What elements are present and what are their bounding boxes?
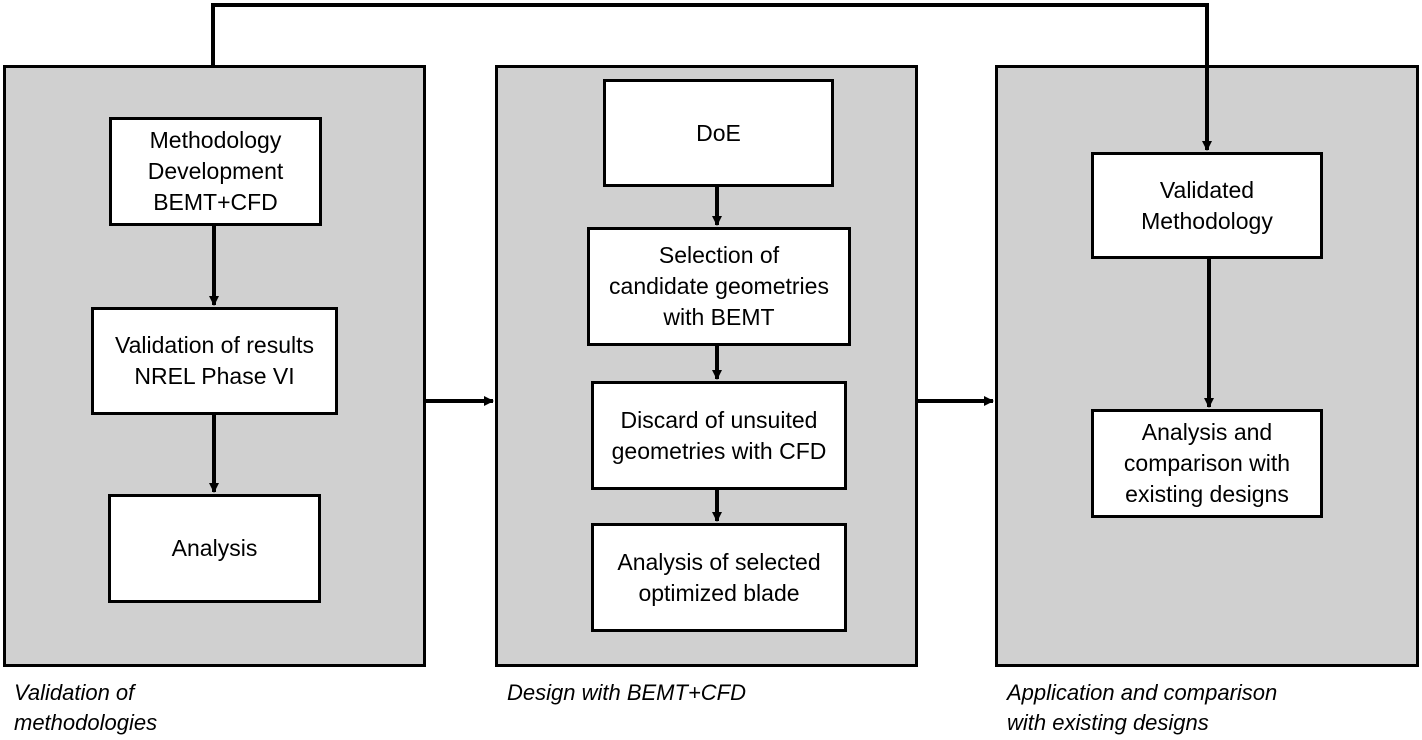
- analysis-box: Analysis: [108, 494, 321, 603]
- validated-methodology-box: Validated Methodology: [1091, 152, 1323, 259]
- caption-line: methodologies: [14, 710, 158, 735]
- node-text-line: existing designs: [1125, 481, 1289, 507]
- methodology-development-box: Methodology Development BEMT+CFD: [109, 117, 322, 226]
- node-text-line: NREL Phase VI: [134, 363, 295, 389]
- node-text-line: with BEMT: [663, 304, 775, 330]
- candidate-selection-box: Selection of candidate geometries with B…: [587, 227, 851, 346]
- node-text-line: Analysis: [171, 535, 258, 561]
- node-text-line: Discard of unsuited: [620, 406, 818, 433]
- application-panel-caption: Application and comparison with existing…: [1007, 678, 1277, 738]
- design-panel-caption: Design with BEMT+CFD: [507, 678, 746, 708]
- caption-line: with existing designs: [1007, 710, 1209, 735]
- node-text-line: Methodology: [149, 127, 282, 153]
- node-text-line: Analysis and: [1141, 419, 1273, 445]
- node-text-line: geometries with CFD: [611, 437, 827, 464]
- node-text-line: Selection of: [658, 242, 780, 268]
- comparison-analysis-box: Analysis and comparison with existing de…: [1091, 409, 1323, 518]
- caption-line: Application and comparison: [1007, 680, 1278, 705]
- node-text-line: Analysis of selected: [617, 548, 821, 575]
- node-text-line: DoE: [696, 119, 741, 146]
- discard-geometries-box: Discard of unsuited geometries with CFD: [591, 381, 847, 490]
- selected-blade-analysis-box: Analysis of selected optimized blade: [591, 523, 847, 632]
- node-text-line: BEMT+CFD: [153, 189, 278, 215]
- caption-line: Design with BEMT+CFD: [507, 680, 747, 705]
- node-text-line: comparison with: [1123, 450, 1291, 476]
- validation-of-results-box: Validation of results NREL Phase VI: [91, 307, 338, 415]
- node-text-line: Validation of results: [114, 332, 314, 358]
- node-text-line: Validated: [1159, 176, 1255, 203]
- node-text-line: candidate geometries: [609, 273, 829, 299]
- validation-panel-caption: Validation of methodologies: [14, 678, 157, 738]
- node-text-line: optimized blade: [638, 579, 800, 606]
- arrow-top-bypass: [211, 3, 1212, 151]
- node-text-line: Methodology: [1141, 207, 1273, 234]
- node-text-line: Development: [147, 158, 284, 184]
- caption-line: Validation of: [14, 680, 135, 705]
- doe-box: DoE: [603, 79, 834, 187]
